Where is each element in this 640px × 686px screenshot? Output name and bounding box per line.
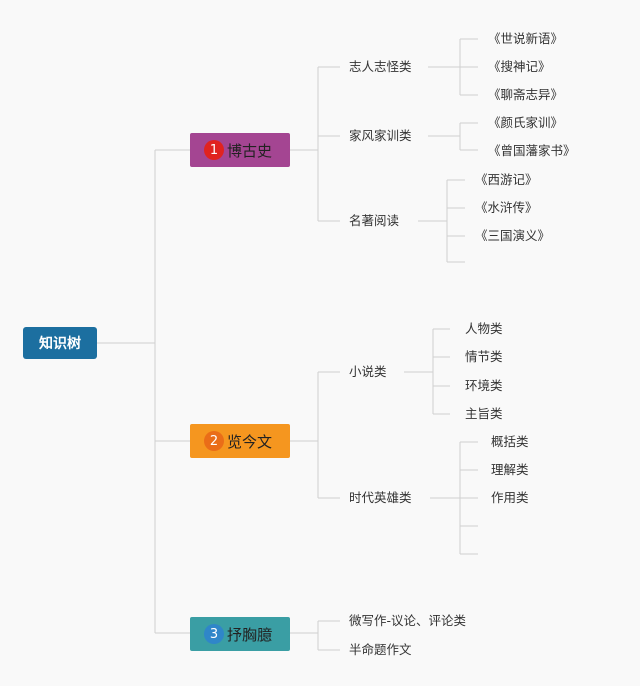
- number-badge-icon: 1: [204, 140, 224, 160]
- leaf-node[interactable]: 理解类: [491, 462, 529, 477]
- leaf-node[interactable]: 《三国演义》: [475, 228, 551, 243]
- leaf-node[interactable]: 情节类: [465, 349, 503, 364]
- branch-label: 抒胸臆: [227, 625, 273, 644]
- leaf-node[interactable]: 《世说新语》: [488, 31, 564, 46]
- root-node[interactable]: 知识树: [23, 327, 97, 359]
- leaf-node[interactable]: 《颜氏家训》: [488, 115, 564, 130]
- leaf-node[interactable]: 《水浒传》: [475, 200, 538, 215]
- topic-node[interactable]: 半命题作文: [349, 642, 412, 657]
- topic-node[interactable]: 小说类: [349, 364, 387, 379]
- root-label: 知识树: [39, 336, 81, 352]
- number-badge-icon: 3: [204, 624, 224, 644]
- number-badge-icon: 2: [204, 431, 224, 451]
- branch-node-3[interactable]: 3 抒胸臆: [190, 617, 290, 651]
- branch-node-1[interactable]: 1 博古史: [190, 133, 290, 167]
- leaf-node[interactable]: 概括类: [491, 434, 529, 449]
- topic-node[interactable]: 时代英雄类: [349, 490, 412, 505]
- leaf-node[interactable]: 人物类: [465, 321, 503, 336]
- topic-node[interactable]: 名著阅读: [349, 213, 400, 228]
- leaf-node[interactable]: 《聊斋志异》: [488, 87, 564, 102]
- leaf-node[interactable]: 《曾国藩家书》: [488, 143, 576, 158]
- branch-node-2[interactable]: 2 览今文: [190, 424, 290, 458]
- topic-node[interactable]: 志人志怪类: [349, 59, 412, 74]
- topic-node[interactable]: 微写作-议论、评论类: [349, 613, 467, 628]
- leaf-node[interactable]: 作用类: [491, 490, 529, 505]
- branch-label: 览今文: [227, 432, 273, 451]
- leaf-node[interactable]: 主旨类: [465, 406, 503, 421]
- leaf-node[interactable]: 《搜神记》: [488, 59, 551, 74]
- leaf-node[interactable]: 《西游记》: [475, 172, 538, 187]
- topic-node[interactable]: 家风家训类: [349, 128, 412, 143]
- branch-label: 博古史: [227, 141, 273, 160]
- leaf-node[interactable]: 环境类: [465, 378, 503, 393]
